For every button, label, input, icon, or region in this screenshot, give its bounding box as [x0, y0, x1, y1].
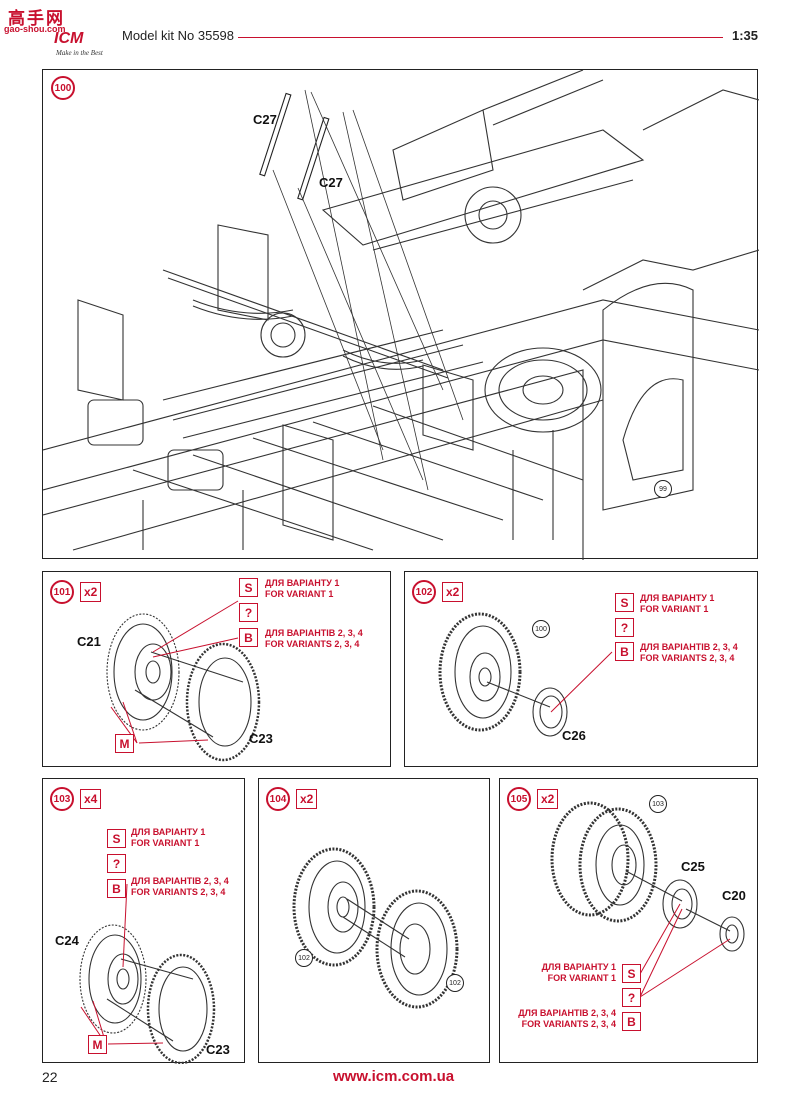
part-label-c23: C23	[206, 1042, 230, 1057]
site-watermark-logo: 高手网	[8, 9, 65, 29]
step-reference-102-b: 102	[446, 974, 464, 992]
brand-tagline: Make in the Best	[56, 49, 103, 57]
part-label-c27-a: C27	[253, 112, 277, 127]
part-label-c20: C20	[722, 888, 746, 903]
legend-code-unknown: ?	[107, 854, 126, 873]
legend-code-unknown: ?	[622, 988, 641, 1007]
part-label-c25: C25	[681, 859, 705, 874]
step-number-badge: 101	[50, 580, 74, 604]
page-number: 22	[42, 1069, 58, 1085]
brand-logo: ICM	[54, 30, 84, 47]
quantity-badge: x4	[80, 789, 102, 809]
legend-code-s: S	[239, 578, 258, 597]
step-102-panel: 102 x2 100 S ? B ДЛЯ ВАРІАНТУ 1 FOR VARI…	[404, 571, 758, 767]
step-reference-100: 100	[532, 620, 550, 638]
step-100-panel: 100 C27 C27 99	[42, 69, 759, 560]
part-label-c21: C21	[77, 634, 101, 649]
dual-wheel-assembly-illustration	[550, 801, 745, 998]
wheel-pair-illustration	[292, 847, 459, 1009]
step-number-badge: 100	[51, 76, 75, 100]
site-watermark-url: gao-shou.com	[4, 24, 66, 34]
header-divider	[238, 37, 723, 38]
wheel-assembly-illustration	[438, 612, 613, 737]
wheel-assembly-illustration	[106, 600, 261, 762]
legend-code-s: S	[615, 593, 634, 612]
part-label-c23: C23	[249, 731, 273, 746]
paint-code-m: M	[88, 1035, 107, 1054]
wheel-assembly-illustration	[79, 883, 216, 1064]
step-104-panel: 104 x2 102 102	[258, 778, 490, 1063]
step-101-panel: 101 x2 S ? B ДЛЯ ВАРІАНТУ 1 FOR VARIANT …	[42, 571, 391, 767]
legend-variant-1: ДЛЯ ВАРІАНТУ 1 FOR VARIANT 1	[640, 593, 715, 614]
legend-variant-1: ДЛЯ ВАРІАНТУ 1 FOR VARIANT 1	[541, 962, 616, 983]
chassis-illustration	[43, 70, 759, 560]
legend-code-s: S	[107, 829, 126, 848]
legend-variants-2-3-4: ДЛЯ ВАРІАНТІВ 2, 3, 4 FOR VARIANTS 2, 3,…	[131, 876, 229, 897]
page-title: Model kit No 35598	[122, 28, 235, 43]
step-reference-102-a: 102	[295, 949, 313, 967]
legend-code-b: B	[107, 879, 126, 898]
step-reference-99: 99	[654, 480, 672, 498]
quantity-badge: x2	[80, 582, 102, 602]
legend-code-b: B	[239, 628, 258, 647]
legend-variants-2-3-4: ДЛЯ ВАРІАНТІВ 2, 3, 4 FOR VARIANTS 2, 3,…	[518, 1008, 616, 1029]
quantity-badge: x2	[296, 789, 318, 809]
website-link[interactable]: www.icm.com.ua	[333, 1068, 455, 1085]
legend-variants-2-3-4: ДЛЯ ВАРІАНТІВ 2, 3, 4 FOR VARIANTS 2, 3,…	[640, 642, 738, 663]
part-label-c26: C26	[562, 728, 586, 743]
legend-code-b: B	[615, 642, 634, 661]
step-number-badge: 104	[266, 787, 290, 811]
step-reference-103: 103	[649, 795, 667, 813]
legend-code-b: B	[622, 1012, 641, 1031]
step-103-panel: 103 x4 S ? B ДЛЯ ВАРІАНТУ 1 FOR VARIANT …	[42, 778, 245, 1064]
part-label-c27-b: C27	[319, 175, 343, 190]
paint-code-m: M	[115, 734, 134, 753]
step-number-badge: 103	[50, 787, 74, 811]
legend-variants-2-3-4: ДЛЯ ВАРІАНТІВ 2, 3, 4 FOR VARIANTS 2, 3,…	[265, 628, 363, 649]
quantity-badge: x2	[442, 582, 464, 602]
legend-code-unknown: ?	[615, 618, 634, 637]
legend-variant-1: ДЛЯ ВАРІАНТУ 1 FOR VARIANT 1	[265, 578, 340, 599]
scale-label: 1:35	[732, 28, 759, 43]
legend-variant-1: ДЛЯ ВАРІАНТУ 1 FOR VARIANT 1	[131, 827, 206, 848]
step-number-badge: 105	[507, 787, 531, 811]
step-number-badge: 102	[412, 580, 436, 604]
quantity-badge: x2	[537, 789, 559, 809]
part-label-c24: C24	[55, 933, 79, 948]
legend-code-unknown: ?	[239, 603, 258, 622]
legend-code-s: S	[622, 964, 641, 983]
step-105-panel: 105 x2 103 C25 C20 ДЛЯ ВАРІАНТУ 1 FOR VA…	[499, 778, 758, 1063]
